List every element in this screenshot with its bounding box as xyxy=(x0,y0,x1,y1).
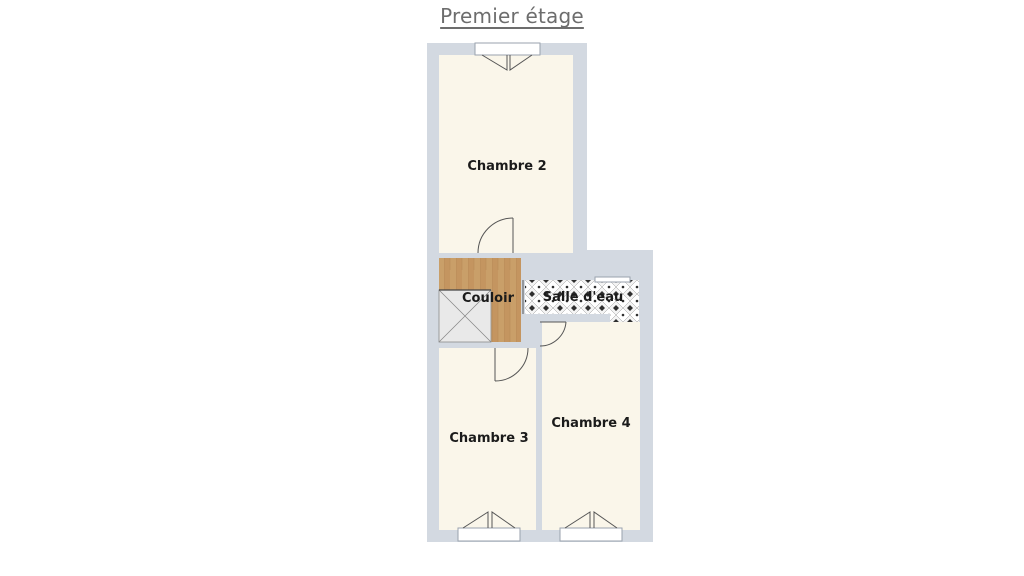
room-chambre-3 xyxy=(439,348,536,530)
label-salle-d-eau: Salle d'eau xyxy=(543,290,624,305)
door-chambre-4 xyxy=(539,321,567,347)
room-chambre-2 xyxy=(439,55,573,253)
window-chambre-3 xyxy=(457,511,521,542)
window-chambre-4 xyxy=(559,511,623,542)
label-couloir: Couloir xyxy=(462,291,515,306)
room-chambre-4 xyxy=(542,322,640,530)
door-chambre-2 xyxy=(477,217,514,254)
door-chambre-3 xyxy=(494,347,529,382)
label-chambre-2: Chambre 2 xyxy=(467,159,546,174)
room-couloir xyxy=(438,258,521,343)
label-chambre-4: Chambre 4 xyxy=(551,416,630,431)
window-chambre-2 xyxy=(474,42,541,71)
window-salle-d-eau xyxy=(594,276,631,283)
floor-title: Premier étage xyxy=(440,4,584,28)
label-chambre-3: Chambre 3 xyxy=(449,431,528,446)
room-salle-d-eau xyxy=(525,280,639,330)
